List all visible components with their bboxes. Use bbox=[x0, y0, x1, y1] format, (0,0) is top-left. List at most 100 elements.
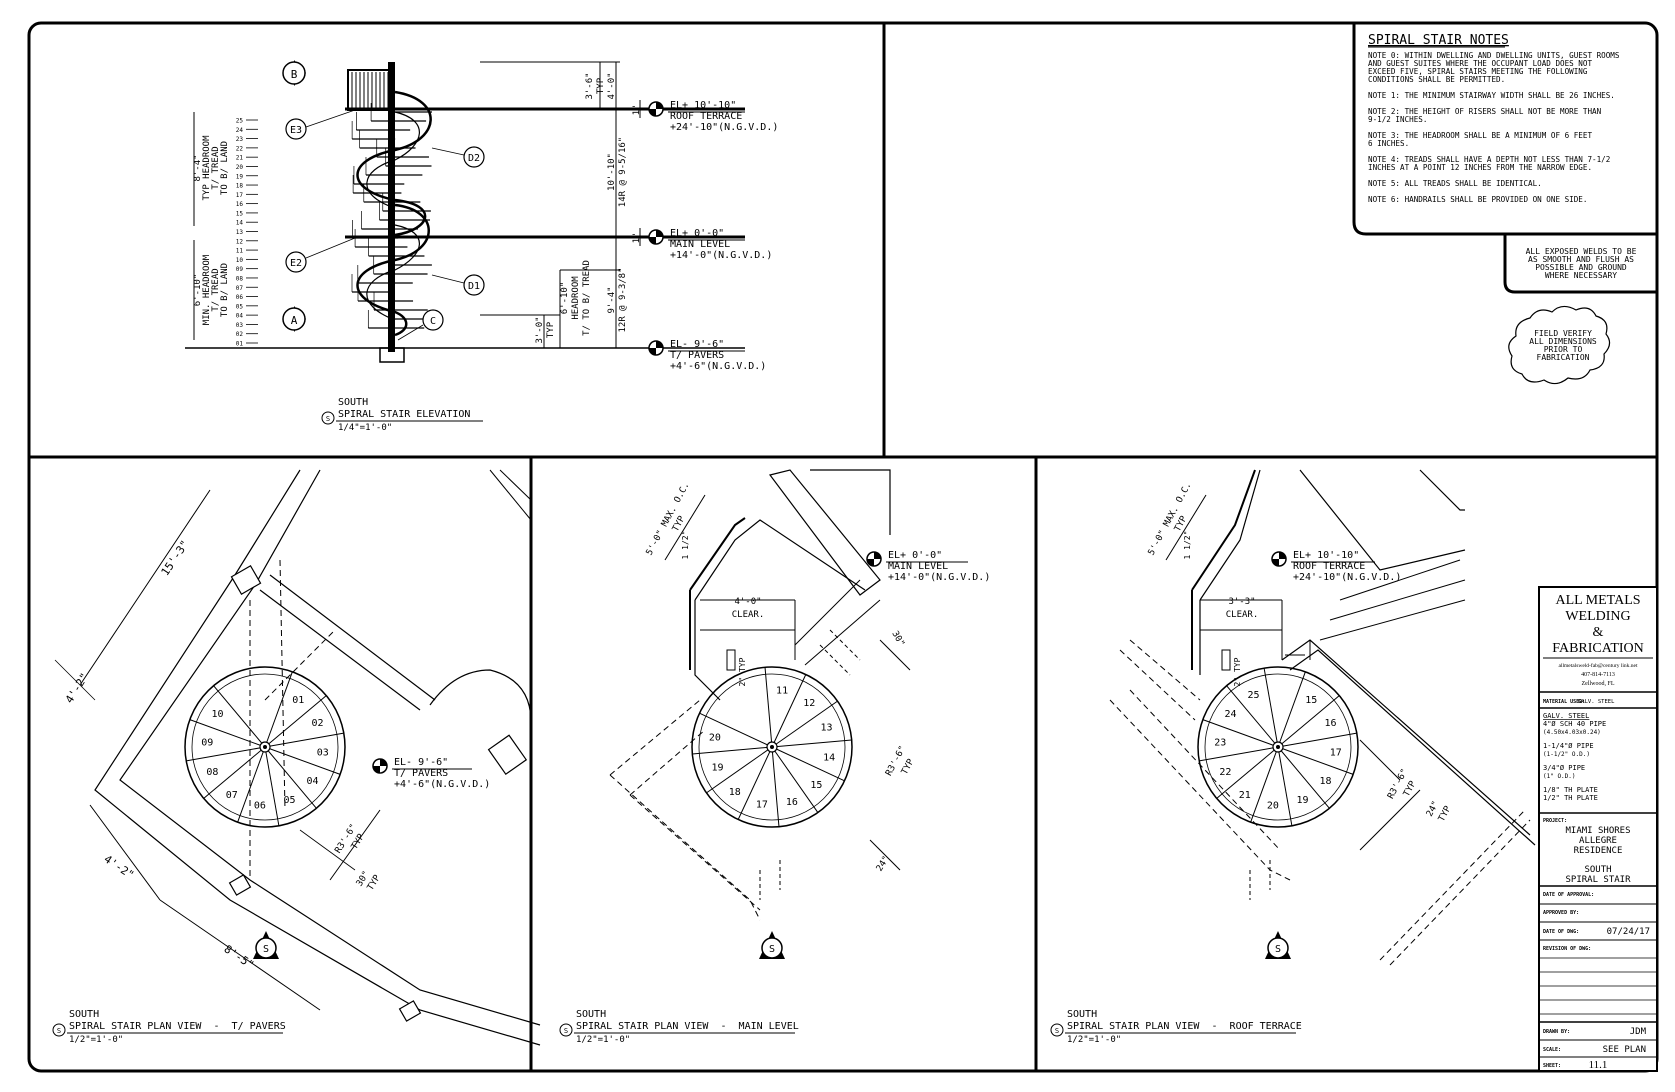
tread-label: 20 bbox=[1267, 800, 1279, 811]
tread-label: 15 bbox=[1305, 695, 1317, 706]
main-ngvd: +14'-0"(N.G.V.D.) bbox=[670, 250, 772, 261]
date-of-dwg-value: 07/24/17 bbox=[1607, 927, 1650, 937]
tread-number: 23 bbox=[236, 136, 244, 143]
material-6: 3/4"Ø PIPE bbox=[1543, 764, 1585, 772]
plan2-callout: S bbox=[564, 1027, 568, 1035]
plan3-title-text: SPIRAL STAIR PLAN VIEW - ROOF TERRACE bbox=[1067, 1021, 1302, 1032]
handrail-line bbox=[698, 673, 846, 821]
elevation-title-block: S SOUTH SPIRAL STAIR ELEVATION 1/4"=1'-0… bbox=[321, 397, 483, 433]
tread-number: 20 bbox=[236, 164, 244, 171]
plan1-north-label: S bbox=[263, 944, 269, 955]
plan1-dim-4-2-a: 4'-2" bbox=[63, 671, 92, 706]
company-name: ALL METALS WELDING & FABRICATION bbox=[1552, 593, 1644, 656]
plan1-dim-8-5: 8'-5" bbox=[222, 942, 257, 971]
material-used-value: GALV. STEEL bbox=[1578, 699, 1615, 705]
dim-tread-label: T/ TO B/ TREAD bbox=[582, 260, 592, 336]
center-pole-dot bbox=[1276, 745, 1280, 749]
tread-label: 20 bbox=[709, 732, 721, 743]
material-4: 1-1/4"Ø PIPE bbox=[1543, 742, 1594, 750]
note-line: NOTE 2: THE HEIGHT OF RISERS SHALL NOT B… bbox=[1368, 107, 1602, 116]
tread-label: 16 bbox=[786, 797, 798, 808]
elevation-dimensions: 3'-6" TYP 4'-0" 1" 10'-10" 14R @ 9-5/16"… bbox=[535, 62, 642, 348]
tread-number: 24 bbox=[236, 127, 244, 134]
sheet-frames bbox=[27, 21, 1659, 1073]
main-elevation: EL+ 0'-0" bbox=[670, 228, 724, 239]
scale-value: SEE PLAN bbox=[1603, 1045, 1646, 1055]
tread-label: 18 bbox=[729, 787, 741, 798]
tread-label: 09 bbox=[201, 737, 213, 748]
note-line: AND GUEST SUITES WHERE THE OCCUPANT LOAD… bbox=[1368, 59, 1592, 68]
upper-spiral bbox=[347, 69, 432, 237]
handrail-line bbox=[191, 673, 339, 821]
note-line: NOTE 5: ALL TREADS SHALL BE IDENTICAL. bbox=[1368, 179, 1542, 188]
project-label: PROJECT: bbox=[1543, 818, 1567, 824]
tread-edge bbox=[1277, 732, 1357, 748]
dim-top-typ: 3'-6" bbox=[585, 72, 595, 99]
dim-headroom-label: HEADROOM bbox=[571, 276, 581, 320]
tread-number-scale: 2524232221201918171615141312111009080706… bbox=[236, 118, 258, 348]
plan2-title-text: SPIRAL STAIR PLAN VIEW - MAIN LEVEL bbox=[576, 1021, 799, 1032]
dim-lower-run: 9'-4" bbox=[607, 286, 617, 313]
grid-tag-a-label: A bbox=[291, 314, 298, 327]
plan2-dim-angle: 30" bbox=[889, 629, 906, 648]
elevation-treads bbox=[351, 94, 432, 329]
elevation-view: B A E3 E2 D2 D1 C bbox=[185, 60, 778, 433]
grid-tag-a: A bbox=[282, 306, 306, 332]
roof-ngvd: +24'-10"(N.G.V.D.) bbox=[670, 122, 778, 133]
tread-edge bbox=[1226, 685, 1279, 748]
tread-number: 11 bbox=[236, 248, 244, 255]
tread-number: 01 bbox=[236, 341, 244, 348]
tread-edge bbox=[1277, 671, 1306, 748]
sheet-label: SHEET: bbox=[1543, 1063, 1561, 1069]
plan1-callout: S bbox=[57, 1027, 61, 1035]
tread-label: 04 bbox=[306, 776, 318, 787]
left-note-upper: 8'-4" TYP HEADROOM T/ TREAD TO B/ LAND bbox=[193, 112, 230, 226]
plan1-north-arrow: S bbox=[253, 931, 279, 959]
tag-d1: D1 bbox=[431, 274, 485, 296]
welds-note-line-4: WHERE NECESSARY bbox=[1545, 271, 1617, 280]
tread-label: 01 bbox=[292, 695, 304, 706]
plan3-elevation: EL+ 10'-10" bbox=[1293, 550, 1359, 561]
tread-label: 24 bbox=[1224, 709, 1236, 720]
sheet-value: 11.1 bbox=[1589, 1059, 1608, 1071]
company-phone: 407-814-7113 bbox=[1581, 672, 1615, 678]
company-line-2: WELDING bbox=[1565, 609, 1630, 624]
plan1-scale: 1/2"=1'-0" bbox=[69, 1035, 123, 1045]
plan1-title-text: SPIRAL STAIR PLAN VIEW - T/ PAVERS bbox=[69, 1021, 286, 1032]
plan3-north-arrow: S bbox=[1265, 931, 1291, 959]
dim-upper-risers: 14R @ 9-5/16" bbox=[618, 137, 628, 207]
dim-slab2: 1" bbox=[632, 233, 642, 244]
lower-headroom-tread: T/ TREAD bbox=[211, 268, 221, 311]
tread-number: 07 bbox=[236, 285, 244, 292]
tread-number: 16 bbox=[236, 201, 244, 208]
plan2-dim-small1: 1 1/2" bbox=[681, 531, 690, 560]
plan3-direction: SOUTH bbox=[1067, 1009, 1097, 1020]
tread-label: 10 bbox=[211, 709, 223, 720]
tread-number: 18 bbox=[236, 183, 244, 190]
plan3-walls bbox=[1109, 469, 1536, 966]
plan2-scale: 1/2"=1'-0" bbox=[576, 1035, 630, 1045]
upper-headroom-label: TYP HEADROOM bbox=[202, 135, 212, 201]
tread-edge bbox=[692, 746, 773, 755]
plan1-level-marker: EL- 9'-6" T/ PAVERS +4'-6"(N.G.V.D.) bbox=[372, 757, 490, 790]
stair-outline bbox=[184, 666, 346, 828]
revision-label: REVISION OF DWG: bbox=[1543, 946, 1591, 952]
tread-edge bbox=[203, 746, 266, 799]
tag-d2: D2 bbox=[431, 146, 485, 168]
tread-label: 19 bbox=[1296, 795, 1308, 806]
plan1-level-name: T/ PAVERS bbox=[394, 768, 448, 779]
plan3-dim-clear-label: CLEAR. bbox=[1226, 610, 1259, 620]
tread-label: 06 bbox=[254, 800, 266, 811]
tread-label: 03 bbox=[317, 748, 329, 759]
tread-number: 22 bbox=[236, 145, 244, 152]
tread-label: 17 bbox=[756, 800, 768, 811]
field-verify-cloud: FIELD VERIFY ALL DIMENSIONS PRIOR TO FAB… bbox=[1508, 305, 1611, 385]
tread-label: 02 bbox=[312, 718, 324, 729]
elevation-direction: SOUTH bbox=[338, 397, 368, 408]
field-verify-line-1: FIELD VERIFY bbox=[1534, 329, 1592, 338]
plan1-elevation: EL- 9'-6" bbox=[394, 757, 448, 768]
note-line: NOTE 3: THE HEADROOM SHALL BE A MINIMUM … bbox=[1368, 131, 1592, 140]
plan2-elevation: EL+ 0'-0" bbox=[888, 550, 942, 561]
